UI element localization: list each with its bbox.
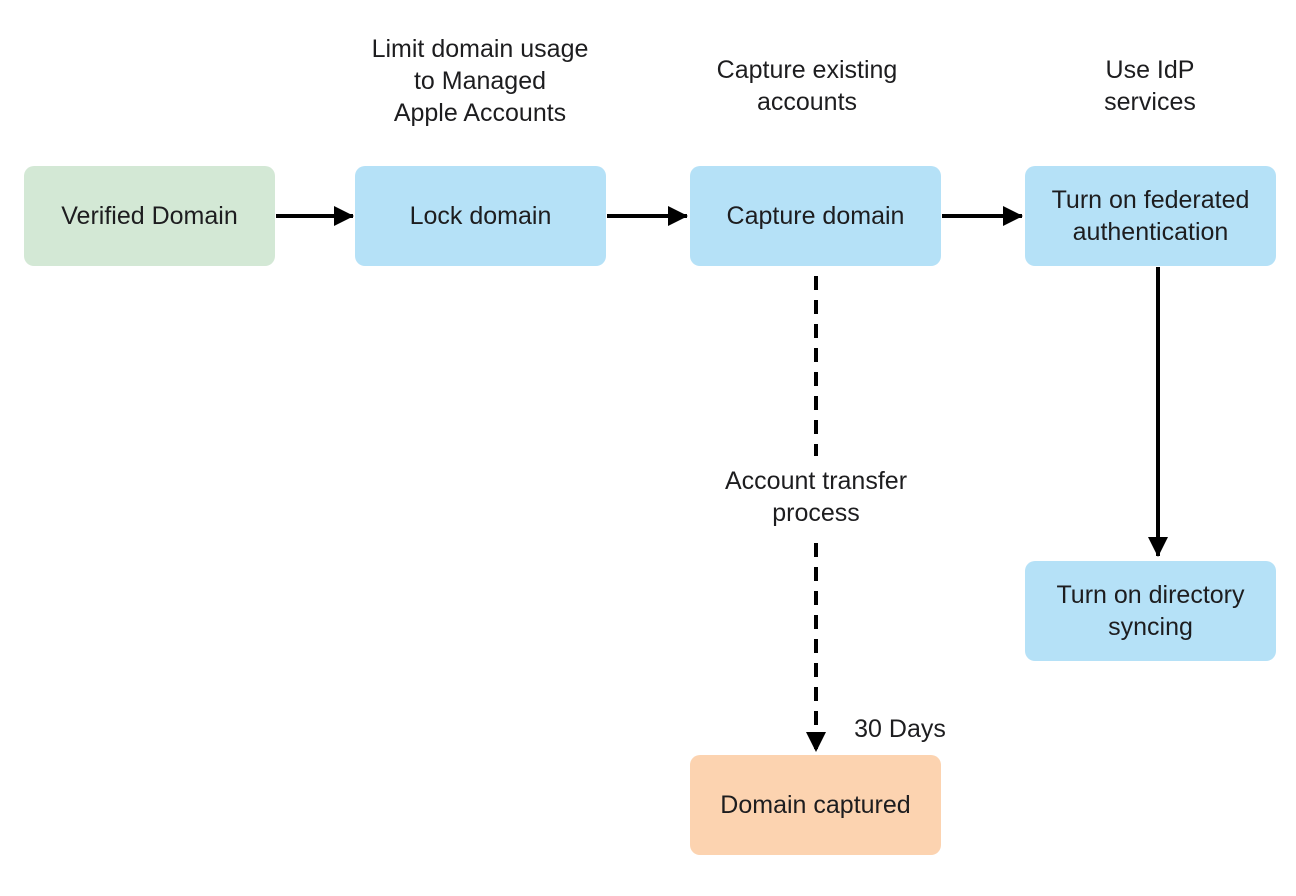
lock-domain-label: Lock domain xyxy=(409,202,552,230)
verified-domain-label: Verified Domain xyxy=(61,202,238,230)
lock-domain-note: Limit domain usage to Managed Apple Acco… xyxy=(371,35,589,127)
federated-auth-node: Turn on federated authentication xyxy=(1025,166,1276,266)
thirty-days-note: 30 Days xyxy=(854,715,946,743)
federated-auth-label: Turn on federated authentication xyxy=(1051,186,1250,246)
directory-sync-label: Turn on directory syncing xyxy=(1056,581,1245,641)
lock-domain-node: Lock domain xyxy=(355,166,606,266)
account-transfer-note: Account transfer process xyxy=(724,467,908,527)
verified-domain-node: Verified Domain xyxy=(24,166,275,266)
domain-captured-node: Domain captured xyxy=(690,755,941,855)
capture-domain-note: Capture existing accounts xyxy=(716,56,898,116)
capture-domain-label: Capture domain xyxy=(726,202,905,230)
idp-services-note: Use IdP services xyxy=(1104,56,1196,116)
capture-domain-node: Capture domain xyxy=(690,166,941,266)
directory-sync-node: Turn on directory syncing xyxy=(1025,561,1276,661)
domain-captured-label: Domain captured xyxy=(720,791,911,819)
